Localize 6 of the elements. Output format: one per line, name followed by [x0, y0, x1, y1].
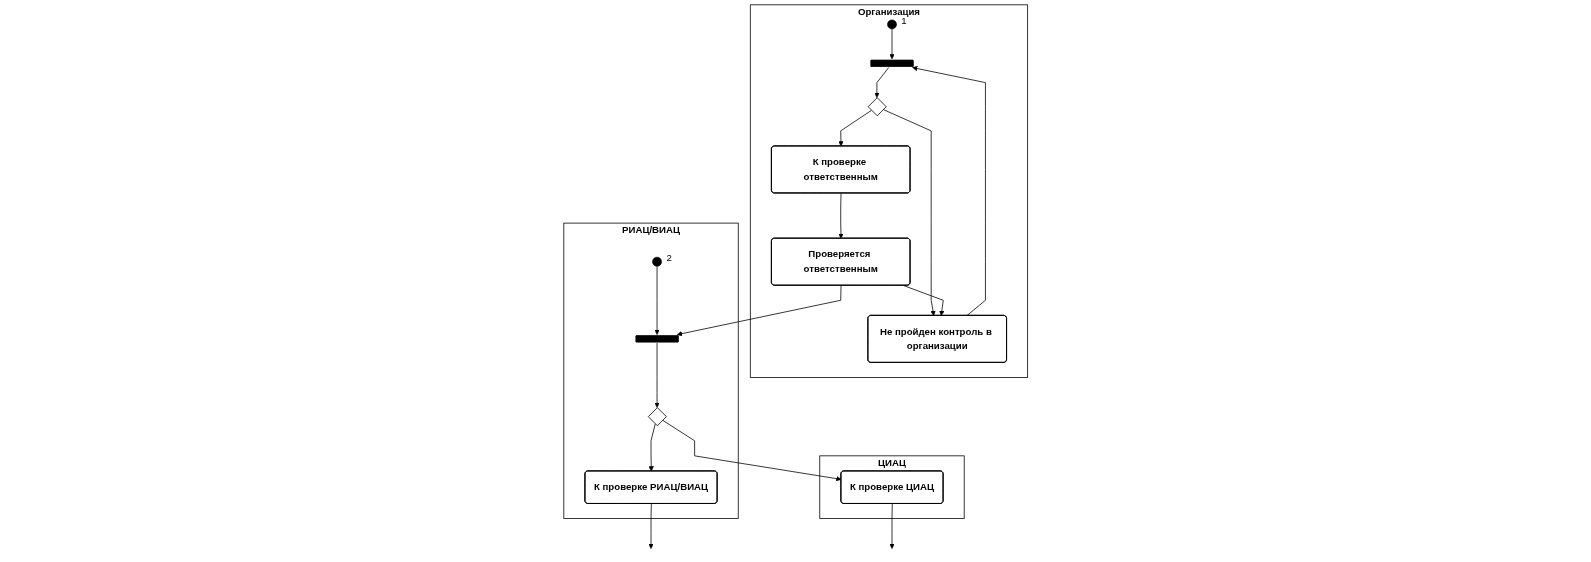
node-number: 1	[901, 14, 907, 26]
node-circle	[886, 19, 897, 30]
node-diamond	[647, 407, 667, 427]
node-circle	[652, 256, 662, 267]
node-number: 2	[666, 251, 672, 263]
node-diamond	[867, 97, 887, 117]
